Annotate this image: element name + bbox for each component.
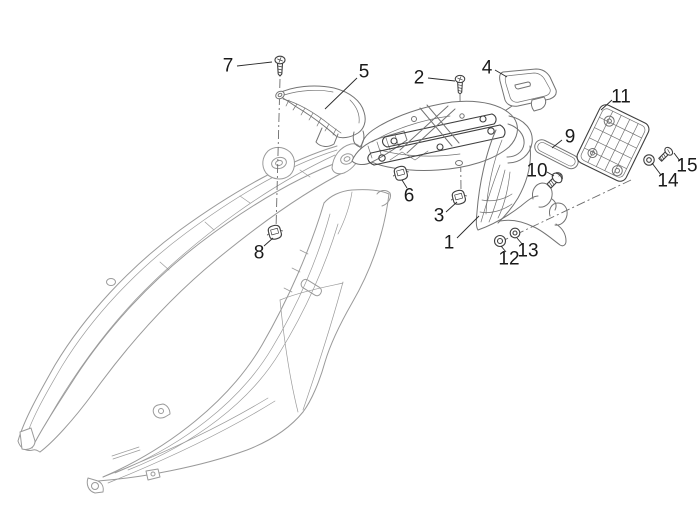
callout-label-5: 5 — [359, 62, 370, 83]
leader-line-3 — [445, 201, 458, 213]
leader-line-11 — [600, 99, 613, 111]
leader-line-7 — [236, 61, 273, 67]
reflector-part9-drawing — [534, 139, 579, 170]
callout-label-10: 10 — [526, 161, 547, 182]
washer-part13-drawing — [509, 227, 521, 239]
callout-label-8: 8 — [254, 243, 265, 264]
leader-line-9 — [551, 139, 563, 149]
leader-line-5 — [324, 77, 358, 110]
callout-label-3: 3 — [434, 206, 445, 227]
callout-label-6: 6 — [404, 186, 415, 207]
cover-part5-drawing — [275, 85, 366, 148]
washer-part14-drawing — [643, 154, 655, 166]
clip-part8-drawing — [266, 224, 284, 240]
clip-part3-drawing — [450, 189, 468, 205]
callout-label-7: 7 — [223, 56, 234, 77]
leader-line-12 — [500, 245, 507, 253]
callout-leader-lines — [236, 61, 681, 253]
callout-label-9: 9 — [565, 127, 576, 148]
callout-label-2: 2 — [414, 68, 425, 89]
callout-label-1: 1 — [444, 233, 455, 254]
callout-label-13: 13 — [517, 241, 538, 262]
leader-line-10 — [546, 171, 555, 177]
clip-part6-drawing — [392, 165, 410, 181]
callout-label-15: 15 — [676, 156, 697, 177]
left-side-panel-drawing — [17, 143, 362, 453]
callout-label-14: 14 — [657, 171, 679, 192]
rear-mudguard-drawing — [351, 100, 568, 247]
screw-part2-drawing — [454, 74, 466, 95]
callout-label-12: 12 — [498, 249, 519, 270]
callout-label-4: 4 — [482, 58, 493, 79]
plate-holder-part11-drawing — [576, 104, 650, 182]
leader-line-4 — [494, 69, 508, 78]
leader-line-15 — [673, 152, 681, 162]
leader-line-14 — [651, 162, 662, 176]
leader-line-13 — [516, 237, 524, 246]
nut-part12-drawing — [493, 234, 507, 248]
centerline-4 — [499, 179, 632, 243]
leader-line-8 — [263, 237, 274, 247]
centerline-2 — [459, 94, 462, 192]
leader-line-2 — [427, 77, 456, 82]
bolt-part10-drawing — [546, 171, 564, 189]
screw-part15-drawing — [658, 146, 674, 162]
screw-part7-drawing — [274, 55, 286, 77]
leader-line-1 — [456, 215, 480, 239]
callout-label-11: 11 — [611, 87, 631, 108]
centerline-1 — [275, 78, 281, 230]
panel-part4-drawing — [499, 68, 557, 112]
right-side-panel-drawing — [86, 189, 391, 494]
leader-line-6 — [401, 179, 408, 189]
